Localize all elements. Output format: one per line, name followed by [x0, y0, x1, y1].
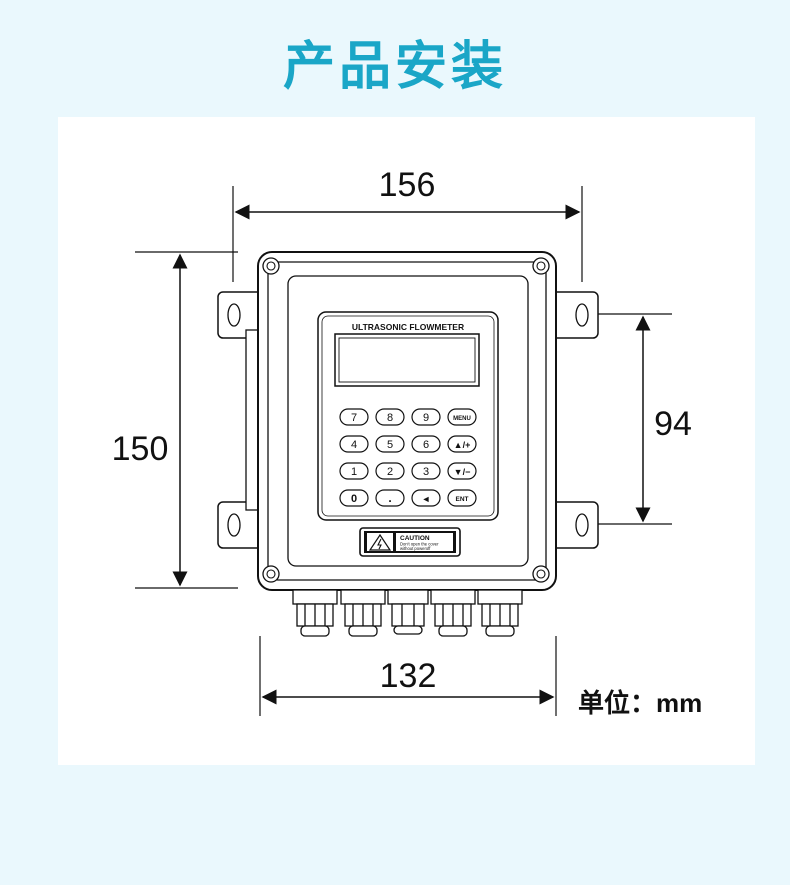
dimension-bottom-label: 132 — [380, 657, 437, 695]
caution-label: CAUTION Don't open the cover without pow… — [359, 527, 461, 557]
key-5[interactable]: 5 — [375, 435, 405, 453]
svg-text:4: 4 — [351, 439, 357, 451]
svg-text:7: 7 — [351, 412, 357, 424]
key-4[interactable]: 4 — [339, 435, 369, 453]
svg-text:6: 6 — [423, 439, 429, 451]
svg-text:Don't open the cover: Don't open the cover — [400, 542, 439, 547]
key-down-minus[interactable]: ▼/− — [447, 462, 477, 480]
svg-text:ENT: ENT — [456, 496, 469, 503]
key-dot[interactable]: . — [375, 489, 405, 507]
key-0[interactable]: 0 — [339, 489, 369, 507]
key-2[interactable]: 2 — [375, 462, 405, 480]
svg-text:5: 5 — [387, 439, 393, 451]
svg-text:1: 1 — [351, 466, 357, 478]
key-9[interactable]: 9 — [411, 408, 441, 426]
dimension-top-label: 156 — [379, 166, 436, 204]
dimension-bottom: 132 — [259, 636, 557, 716]
svg-text:2: 2 — [387, 466, 393, 478]
device-label: ULTRASONIC FLOWMETER — [352, 322, 464, 332]
svg-text:MENU: MENU — [453, 416, 471, 422]
key-6[interactable]: 6 — [411, 435, 441, 453]
keypad: 7 8 9 MENU 4 5 6 ▲/+ 1 2 3 ▼/− 0 . ◄ ENT — [339, 408, 477, 507]
dimension-right-label: 94 — [654, 405, 692, 443]
svg-text:9: 9 — [423, 412, 429, 424]
key-3[interactable]: 3 — [411, 462, 441, 480]
screw-icon — [262, 257, 550, 583]
key-up-plus[interactable]: ▲/+ — [447, 435, 477, 453]
cable-glands — [292, 589, 523, 637]
svg-text:3: 3 — [423, 466, 429, 478]
svg-text:▲/+: ▲/+ — [454, 440, 471, 450]
svg-text:0: 0 — [351, 493, 357, 505]
svg-text:.: . — [388, 491, 391, 505]
key-menu[interactable]: MENU — [447, 408, 477, 426]
lcd-display — [334, 333, 480, 387]
unit-label: 单位：mm — [578, 688, 702, 718]
key-left[interactable]: ◄ — [411, 489, 441, 507]
mounting-ear-bottom-right — [551, 501, 599, 549]
dimension-right: 94 — [588, 313, 692, 525]
dimension-left: 150 — [112, 251, 238, 589]
dimension-left-label: 150 — [112, 430, 169, 468]
key-8[interactable]: 8 — [375, 408, 405, 426]
svg-text:CAUTION: CAUTION — [400, 535, 430, 542]
dimension-top: 156 — [232, 166, 583, 282]
key-7[interactable]: 7 — [339, 408, 369, 426]
svg-text:◄: ◄ — [422, 494, 431, 504]
key-ent[interactable]: ENT — [447, 489, 477, 507]
warning-icon — [368, 533, 392, 551]
svg-text:without poweroff: without poweroff — [400, 546, 431, 551]
svg-text:▼/−: ▼/− — [454, 467, 471, 477]
svg-text:8: 8 — [387, 412, 393, 424]
page-title: 产品安装 — [282, 37, 507, 97]
key-1[interactable]: 1 — [339, 462, 369, 480]
mounting-ear-top-right — [551, 291, 599, 339]
